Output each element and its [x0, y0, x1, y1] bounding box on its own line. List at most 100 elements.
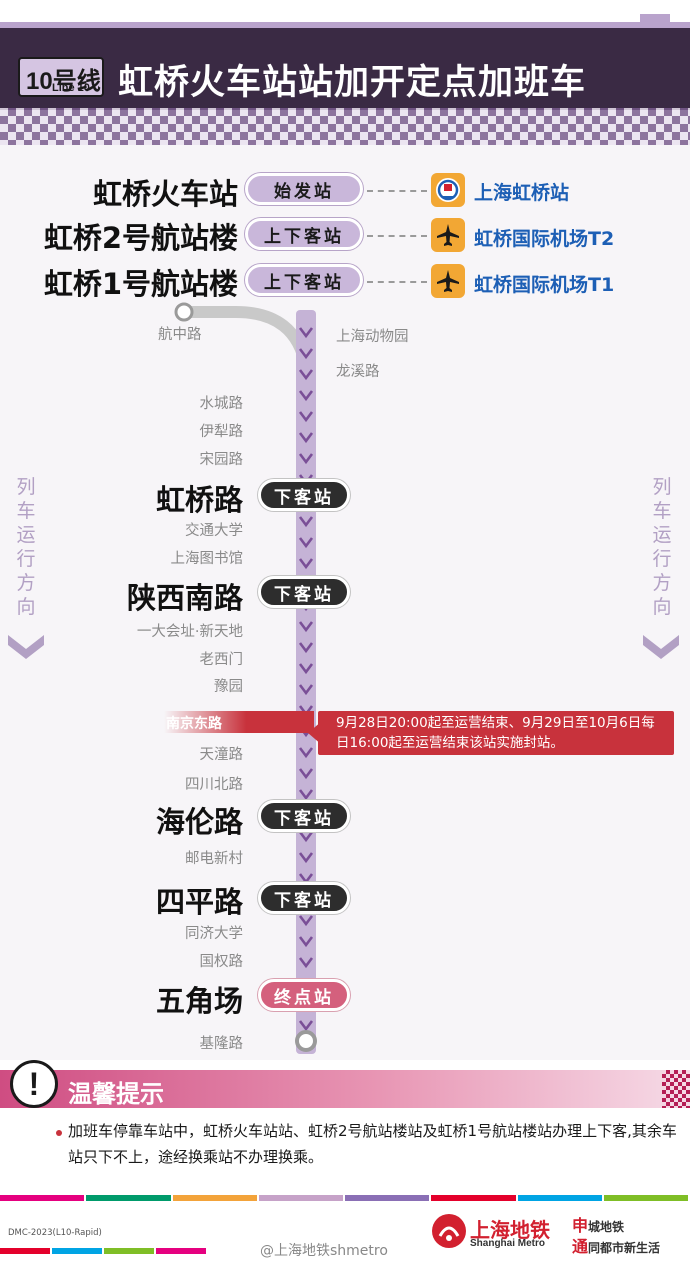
chevron-down-icon — [298, 1020, 314, 1032]
transfer-hongqiao-station: 上海虹桥站 — [474, 182, 570, 204]
color-strip-segment — [345, 1195, 430, 1201]
color-strip-segment — [258, 1195, 343, 1201]
chevron-down-icon — [298, 747, 314, 759]
chevron-down-icon — [298, 537, 314, 549]
notice-title: 温馨提示 — [68, 1080, 164, 1108]
chevron-down-icon — [298, 831, 314, 843]
chevron-down-icon — [298, 768, 314, 780]
line-badge: 10号线 Line 10 — [18, 57, 104, 97]
badge-alight-hailun-road: 下客站 — [258, 800, 350, 832]
direction-chevrons — [298, 327, 314, 1032]
slogan-2-highlight: 通 — [572, 1237, 589, 1256]
page-title: 虹桥火车站站加开定点加班车 — [118, 63, 587, 103]
chevron-down-icon — [298, 852, 314, 864]
badge-board-alight-t2: 上下客站 — [245, 218, 363, 250]
color-strip-segment — [172, 1195, 257, 1201]
closure-note: 9月28日20:00起至运营结束、9月29日至10月6日每日16:00起至运营结… — [318, 711, 674, 755]
station-yuyuan: 豫园 — [214, 679, 243, 695]
station-shuicheng-road: 水城路 — [199, 396, 244, 412]
color-strip-segment — [517, 1195, 602, 1201]
notice-checker-pattern — [662, 1070, 690, 1108]
station-jilong-road: 基隆路 — [199, 1036, 244, 1052]
airplane-icon — [431, 264, 465, 298]
station-hongqiao-road: 虹桥路 — [155, 483, 243, 517]
station-shaanxi-south: 陕西南路 — [126, 581, 243, 615]
railway-station-icon — [431, 173, 465, 207]
airplane-icon — [431, 218, 465, 252]
transfer-connector — [367, 235, 427, 237]
color-strip-segment — [0, 1248, 50, 1254]
line-number: 10号线 — [26, 68, 101, 95]
document-code: DMC-2023(L10-Rapid) — [8, 1228, 102, 1238]
terminal-hongqiao-t1: 虹桥1号航站楼 — [43, 267, 238, 301]
terminal-hongqiao-railway: 虹桥火车站 — [92, 177, 238, 211]
watermark: @上海地铁shmetro — [260, 1243, 388, 1259]
color-strip-segment — [52, 1248, 102, 1254]
station-wujiaochang: 五角场 — [155, 984, 243, 1018]
station-youdian-xincun: 邮电新村 — [185, 851, 243, 867]
station-songyuan-road: 宋园路 — [199, 452, 244, 468]
chevron-down-icon — [298, 348, 314, 360]
header-corner-mark — [640, 14, 670, 22]
slogan-1-text: 城地铁 — [588, 1220, 625, 1234]
chevron-down-icon — [298, 453, 314, 465]
footer: DMC-2023(L10-Rapid) 上海地铁 Shanghai Metro … — [0, 1190, 690, 1267]
exclamation-icon: ! — [10, 1060, 58, 1108]
transfer-airport-t1: 虹桥国际机场T1 — [474, 274, 615, 296]
chevron-down-icon — [298, 558, 314, 570]
transfer-airport-t2: 虹桥国际机场T2 — [474, 228, 615, 250]
chevron-down-icon — [298, 621, 314, 633]
metro-brand-en: Shanghai Metro — [470, 1238, 546, 1249]
slogan-line-2: 通同都市新生活 — [572, 1233, 660, 1257]
badge-terminus: 终点站 — [258, 979, 350, 1011]
terminal-hongqiao-t2: 虹桥2号航站楼 — [43, 221, 238, 255]
color-strip-segment — [431, 1195, 516, 1201]
station-jiaotong-univ: 交通大学 — [185, 523, 243, 539]
notice-bar — [0, 1070, 690, 1108]
color-strip-segment — [603, 1195, 688, 1201]
chevron-down-icon — [298, 684, 314, 696]
badge-alight-shaanxi-south: 下客站 — [258, 576, 350, 608]
station-xintiandi: 一大会址·新天地 — [136, 624, 243, 640]
metro-logo-icon — [432, 1214, 466, 1248]
transfer-connector — [367, 281, 427, 283]
route-diagram: 列车运行方向 列车运行方向 虹桥火车站 始发站 上海虹桥站 虹桥2号航站楼 上下… — [0, 145, 690, 1060]
chevron-down-icon — [298, 957, 314, 969]
notice-text: 加班车停靠车站中，虹桥火车站站、虹桥2号航站楼站及虹桥1号航站楼站办理上下客,其… — [68, 1122, 677, 1166]
color-strip-segment — [156, 1248, 206, 1254]
line-en: Line 10 — [52, 82, 90, 94]
station-sichuan-north: 四川北路 — [185, 777, 243, 793]
station-tongji-univ: 同济大学 — [185, 926, 243, 942]
direction-left: 列车运行方向 — [16, 476, 36, 618]
direction-right-arrow-icon — [643, 635, 679, 659]
chevron-down-icon — [298, 411, 314, 423]
color-strip-segment — [0, 1195, 85, 1201]
chevron-down-icon — [298, 642, 314, 654]
slogan-line-1: 申城地铁 — [572, 1212, 624, 1236]
station-hangzhong-road: 航中路 — [158, 327, 202, 343]
station-laoximen: 老西门 — [199, 652, 244, 668]
station-guoquan-road: 国权路 — [199, 954, 244, 970]
direction-right: 列车运行方向 — [652, 476, 672, 618]
bullet-icon — [56, 1130, 62, 1136]
badge-alight-hongqiao-road: 下客站 — [258, 479, 350, 511]
chevron-down-icon — [298, 915, 314, 927]
chevron-down-icon — [298, 936, 314, 948]
station-shanghai-library: 上海图书馆 — [170, 551, 244, 567]
chevron-down-icon — [298, 369, 314, 381]
station-hailun-road: 海伦路 — [155, 805, 243, 839]
chevron-down-icon — [298, 327, 314, 339]
closure-highlight — [164, 711, 314, 733]
chevron-down-icon — [298, 432, 314, 444]
chevron-down-icon — [298, 516, 314, 528]
station-tiantong-road: 天潼路 — [199, 747, 244, 763]
station-siping-road: 四平路 — [155, 885, 243, 919]
badge-board-alight-t1: 上下客站 — [245, 264, 363, 296]
badge-alight-siping-road: 下客站 — [258, 882, 350, 914]
header-band — [0, 28, 690, 110]
color-strip-segment — [86, 1195, 171, 1201]
chevron-down-icon — [298, 390, 314, 402]
slogan-2-text: 同都市新生活 — [588, 1241, 661, 1255]
badge-origin: 始发站 — [245, 173, 363, 205]
header-checker-pattern — [0, 108, 690, 145]
